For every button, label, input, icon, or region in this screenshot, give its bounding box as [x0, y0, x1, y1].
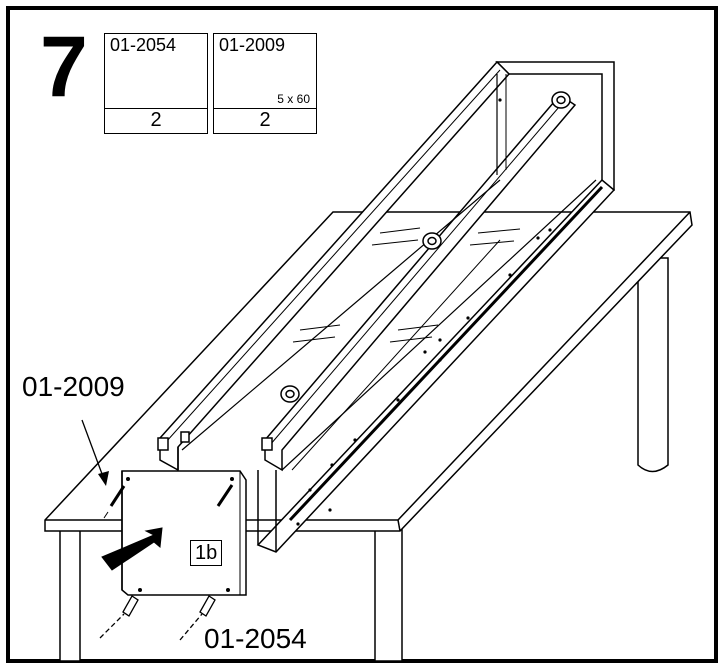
cam-connectors — [280, 91, 571, 403]
part-cell-01-2009: 01-2009 5 x 60 2 — [213, 33, 317, 134]
table-leg-back — [637, 257, 669, 473]
bolts-01-2054 — [99, 595, 216, 641]
part-size: 5 x 60 — [277, 92, 310, 106]
insert-arrow — [101, 527, 163, 571]
part-qty: 2 — [214, 108, 316, 133]
table — [44, 211, 693, 662]
callout-screw-code: 01-2009 — [22, 371, 125, 402]
step-number: 7 — [40, 19, 88, 115]
panel-label: 1b — [190, 540, 223, 566]
part-cell-01-2054: 01-2054 2 — [104, 33, 208, 134]
callout-bolt-code: 01-2054 — [204, 623, 307, 654]
table-leg-left — [59, 527, 81, 662]
table-leg-right — [374, 527, 403, 662]
screws-01-2009 — [103, 484, 234, 519]
cabinet-frame — [157, 60, 616, 553]
parts-table: 01-2054 2 01-2009 5 x 60 2 — [104, 33, 317, 134]
callout-leader-top — [81, 419, 106, 483]
part-qty: 2 — [105, 108, 207, 133]
part-code: 01-2054 — [110, 35, 177, 55]
part-code: 01-2009 — [219, 35, 286, 55]
